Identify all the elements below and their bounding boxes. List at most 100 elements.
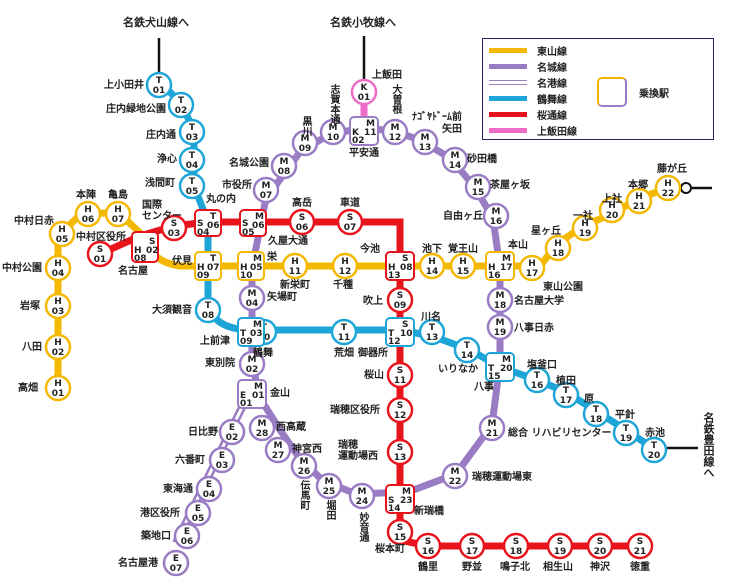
svg-text:01: 01 [94,255,107,265]
svg-text:S: S [637,537,643,547]
station-label: 八事日赤 [514,323,554,334]
svg-text:11: 11 [289,267,302,277]
svg-text:02: 02 [146,246,159,256]
inuyama-line-label: 名鉄犬山線へ [123,16,189,29]
station-label: 志賀本通 [328,84,339,124]
svg-text:15: 15 [472,188,485,198]
svg-text:H: H [459,257,467,267]
svg-text:S: S [197,219,203,229]
svg-text:17: 17 [466,547,479,557]
station-label: 池下 [422,244,442,255]
svg-text:E: E [229,423,235,433]
svg-text:01: 01 [153,86,166,96]
svg-text:S: S [97,245,103,255]
station-label: 上飯田 [372,70,402,81]
svg-text:02: 02 [52,348,65,358]
svg-text:20: 20 [594,547,607,557]
legend-item-sakuradori: 桜通線 [489,108,567,122]
svg-text:M: M [253,320,262,330]
komaki-line-label: 名鉄小牧線へ [330,16,396,29]
svg-text:16: 16 [531,381,544,391]
svg-text:01: 01 [52,389,65,399]
svg-text:20: 20 [648,451,661,461]
toyota-line-label: 名鉄豊田線へ [702,412,715,478]
svg-text:07: 07 [112,215,125,225]
svg-text:T: T [651,441,658,451]
svg-text:21: 21 [634,547,647,557]
station-label: 川名 [421,312,441,323]
svg-text:M: M [451,151,460,161]
svg-text:01: 01 [240,399,253,409]
station-label: 上社 [602,194,622,205]
svg-text:07: 07 [170,564,183,574]
station-label: 平針 [615,410,635,421]
svg-text:M: M [329,123,338,133]
svg-text:T: T [464,341,471,351]
station-label: 名城公園 [229,158,269,169]
station-label: 瑞穂 運動場西 [338,440,378,462]
svg-text:18: 18 [494,301,507,311]
svg-text:S: S [513,537,519,547]
svg-text:E: E [184,527,190,537]
meiko-line [172,393,252,545]
svg-text:M: M [496,291,505,301]
svg-text:19: 19 [554,547,567,557]
svg-text:H: H [428,257,436,267]
station-label: 浄心 [157,154,177,165]
svg-text:H: H [664,179,672,189]
svg-text:13: 13 [426,333,439,343]
station-label: 高岳 [292,198,312,209]
svg-text:H: H [54,259,62,269]
svg-text:M: M [421,133,430,143]
legend-item-higashiyama: 東山線 [489,44,567,58]
legend-item-meijo: 名城線 [489,60,567,74]
svg-text:H: H [581,219,589,229]
svg-text:E: E [219,451,225,461]
svg-text:H: H [635,192,643,202]
svg-text:17: 17 [560,396,573,406]
station-label: 浅間町 [145,178,175,189]
svg-text:01: 01 [252,391,265,401]
svg-text:M: M [502,254,511,264]
svg-text:26: 26 [298,467,311,477]
svg-text:M: M [488,419,497,429]
station-label: 八田 [22,342,42,353]
svg-text:S: S [557,537,563,547]
svg-text:06: 06 [252,221,265,231]
svg-text:06: 06 [207,221,220,231]
svg-text:19: 19 [494,328,507,338]
svg-text:02: 02 [246,365,259,375]
svg-text:02: 02 [226,433,239,443]
svg-text:14: 14 [449,161,462,171]
svg-text:M: M [262,181,271,191]
svg-text:M: M [258,419,267,429]
svg-text:10: 10 [400,329,413,339]
station-label: 市役所 [222,180,252,191]
station-label: 伏見 [172,256,192,267]
svg-text:05: 05 [242,228,255,238]
svg-text:M: M [301,134,310,144]
station-label: 中村公園 [2,263,42,274]
svg-text:03: 03 [168,229,181,239]
station-label: 藤が丘 [657,164,687,175]
station-label: 鶴里 [418,562,438,573]
svg-text:S: S [469,537,475,547]
svg-text:08: 08 [134,254,147,264]
svg-text:S: S [242,219,248,229]
svg-text:06: 06 [181,537,194,547]
svg-text:T: T [189,177,196,187]
tsurumai-swatch-icon [489,95,527,101]
svg-text:S: S [388,496,394,506]
svg-text:T: T [593,405,600,415]
svg-text:M: M [451,467,460,477]
svg-text:T: T [178,96,185,106]
svg-text:08: 08 [278,167,291,177]
station-label: 庄内緑地公園 [106,104,166,115]
svg-text:M: M [492,207,501,217]
svg-text:23: 23 [400,496,413,506]
svg-text:M: M [274,441,283,451]
svg-text:09: 09 [299,144,312,154]
svg-text:M: M [358,487,367,497]
station-label: 西高蔵 [276,422,306,433]
